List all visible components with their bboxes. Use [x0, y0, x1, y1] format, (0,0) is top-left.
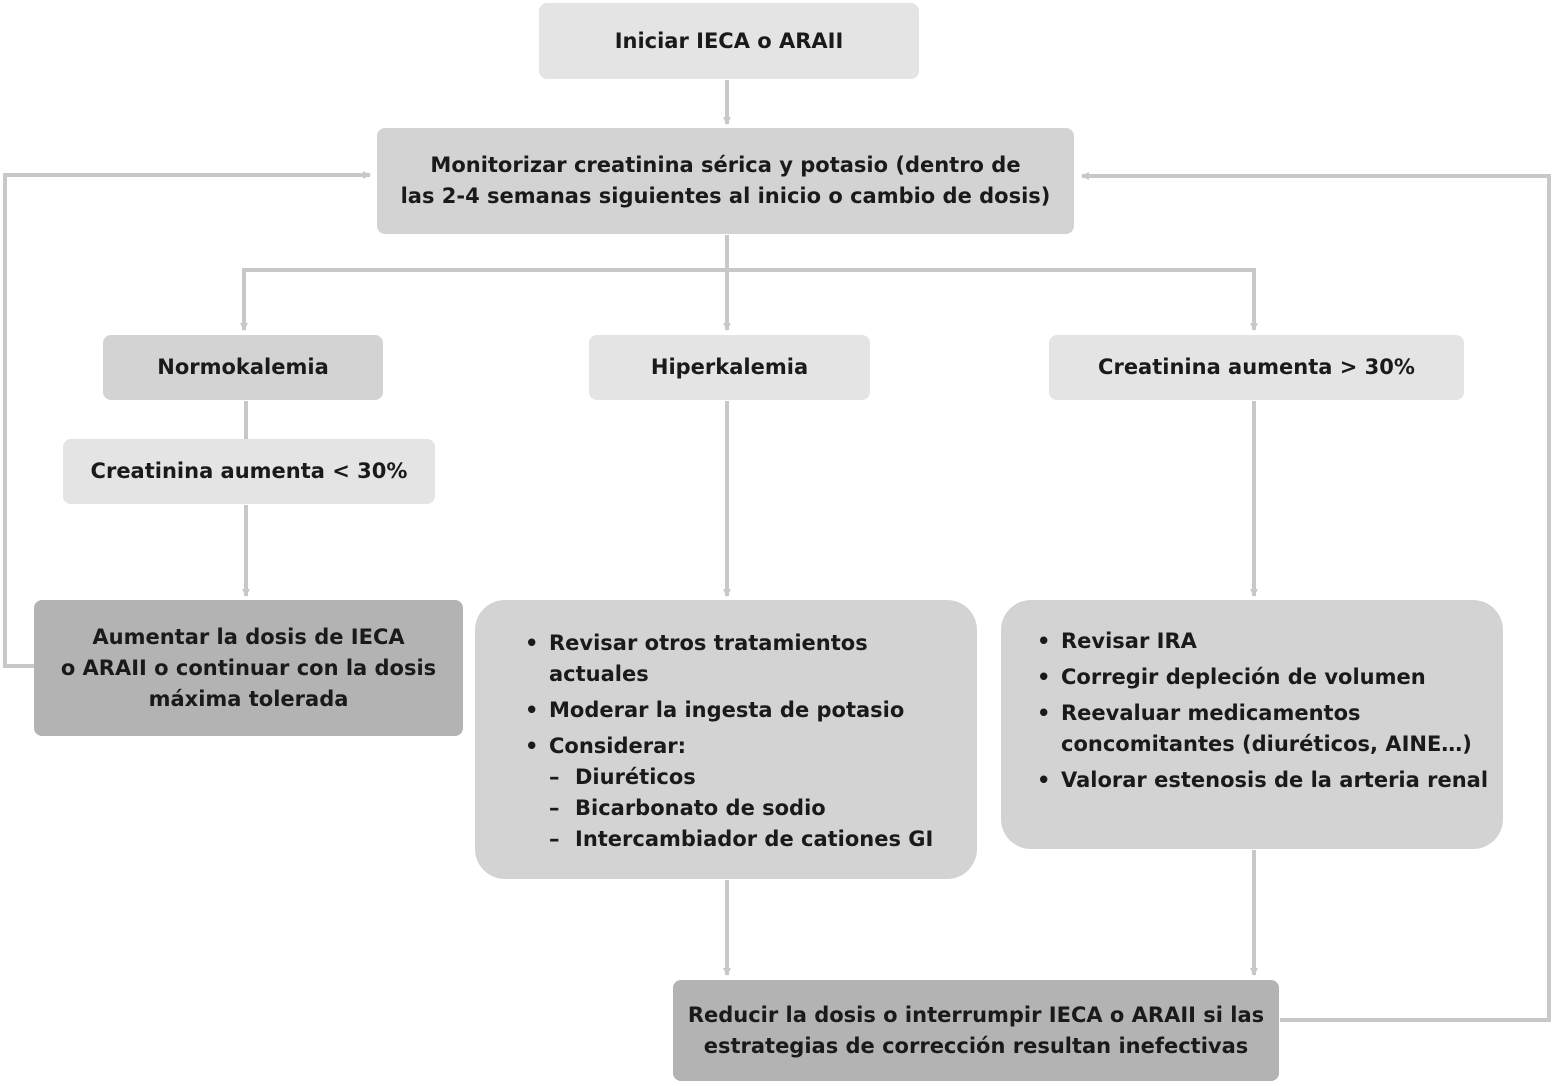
- increase-dose-line3: máxima tolerada: [148, 686, 349, 711]
- creatinine-actions-node: Revisar IRA Corregir depleción de volume…: [1001, 600, 1503, 849]
- hyperkalemia-actions-list: Revisar otros tratamientos actuales Mode…: [513, 628, 933, 860]
- hyperkalemia-sub-list: Diuréticos Bicarbonato de sodio Intercam…: [549, 762, 933, 855]
- creatinine-up-lt30-node: Creatinina aumenta < 30%: [63, 439, 435, 504]
- list-item: Revisar IRA: [1025, 626, 1488, 657]
- normokalemia-label: Normokalemia: [157, 355, 329, 379]
- hyperkalemia-node: Hiperkalemia: [589, 335, 870, 400]
- increase-dose-line2: o ARAII o continuar con la dosis: [60, 655, 437, 680]
- list-item: Reevaluar medicamentos concomitantes (di…: [1025, 698, 1488, 760]
- normokalemia-node: Normokalemia: [103, 335, 383, 400]
- creatinine-up-gt30-node: Creatinina aumenta > 30%: [1049, 335, 1464, 400]
- hyperkalemia-label: Hiperkalemia: [650, 355, 809, 379]
- creatinine-up-lt30-label: Creatinina aumenta < 30%: [90, 459, 408, 483]
- arrow-monitor-to-creatinine-up: [727, 268, 1258, 331]
- hyperkalemia-actions-node: Revisar otros tratamientos actuales Mode…: [475, 600, 977, 879]
- reduce-dose-line2: estrategias de corrección resultan inefe…: [703, 1033, 1249, 1058]
- list-item: Corregir depleción de volumen: [1025, 662, 1488, 693]
- reduce-dose-line1: Reducir la dosis o interrumpir IECA o AR…: [687, 1002, 1265, 1027]
- reduce-dose-node: Reducir la dosis o interrumpir IECA o AR…: [673, 980, 1279, 1081]
- increase-dose-line1: Aumentar la dosis de IECA: [92, 624, 405, 649]
- arrow-loop-increase-to-monitor: [3, 171, 371, 668]
- list-item: Revisar otros tratamientos actuales: [513, 628, 933, 690]
- arrow-loop-reduce-to-monitor: [1081, 172, 1551, 1022]
- creatinine-actions-list: Revisar IRA Corregir depleción de volume…: [1025, 626, 1488, 801]
- creatinine-up-gt30-label: Creatinina aumenta > 30%: [1098, 355, 1415, 379]
- list-item: Considerar: Diuréticos Bicarbonato de so…: [513, 731, 933, 855]
- list-item: Moderar la ingesta de potasio: [513, 695, 933, 726]
- sub-list-item: Diuréticos: [549, 762, 933, 793]
- start-node: Iniciar IECA o ARAII: [539, 3, 919, 79]
- list-item: Valorar estenosis de la arteria renal: [1025, 765, 1488, 796]
- increase-dose-node: Aumentar la dosis de IECA o ARAII o cont…: [34, 600, 463, 736]
- sub-list-item: Intercambiador de cationes GI: [549, 824, 933, 855]
- arrow-monitor-to-normokalemia: [240, 268, 727, 331]
- monitor-label-line2: las 2-4 semanas siguientes al inicio o c…: [400, 184, 1051, 208]
- monitor-label-line1: Monitorizar creatinina sérica y potasio …: [430, 153, 1021, 177]
- start-label: Iniciar IECA o ARAII: [614, 28, 844, 53]
- monitor-node: Monitorizar creatinina sérica y potasio …: [377, 128, 1074, 234]
- sub-list-item: Bicarbonato de sodio: [549, 793, 933, 824]
